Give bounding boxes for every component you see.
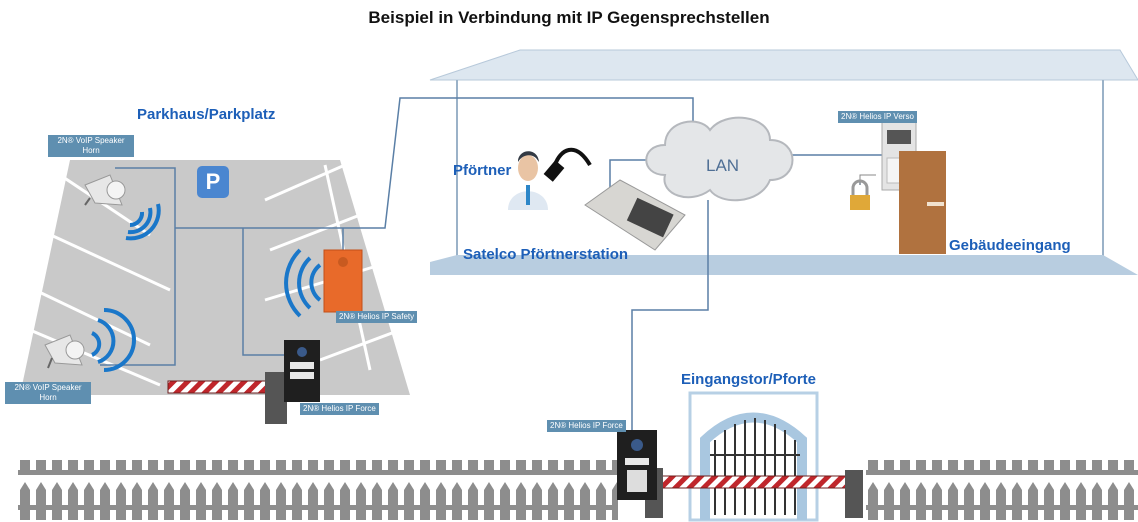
gate-barrier: [645, 468, 863, 518]
building-entrance-label: Gebäudeeingang: [949, 237, 1071, 254]
safety-tag: 2N® Helios IP Safety: [336, 311, 418, 323]
wireless-waves-top-icon: [125, 203, 161, 241]
gate-label: Eingangstor/Pforte: [681, 371, 817, 388]
parking-lot: [20, 160, 410, 395]
speaker-horn-top-icon: [84, 174, 126, 206]
lock-icon: [850, 179, 870, 210]
helios-ip-safety-device: [284, 248, 363, 318]
building: [429, 49, 1138, 275]
helios-ip-force-gate-device: [617, 430, 657, 500]
network-wires: [100, 97, 885, 430]
entrance-gate: [688, 391, 819, 522]
wireless-waves-bottom-icon: [91, 308, 136, 372]
helios-ip-force-parking-device: [284, 340, 320, 402]
porter-label: Pförtner: [453, 162, 512, 179]
force-parking-tag: 2N® Helios IP Force: [300, 403, 379, 415]
parking-area-label: Parkhaus/Parkplatz: [137, 106, 276, 123]
speaker-bottom-tag: 2N® VoIP Speaker Horn: [5, 382, 91, 404]
lan-cloud-icon: [645, 116, 794, 202]
parking-barrier: [167, 372, 287, 424]
porter-station-label: Satelco Pförtnerstation: [463, 246, 629, 263]
porter-person-icon: [508, 151, 548, 210]
door-icon: [899, 151, 946, 254]
fence: [18, 460, 1138, 520]
force-gate-tag: 2N® Helios IP Force: [547, 420, 626, 432]
parking-sign-letter: P: [205, 169, 221, 194]
verso-tag: 2N® Helios IP Verso: [838, 111, 917, 123]
parking-sign-icon: [197, 166, 229, 198]
diagram-title: Beispiel in Verbindung mit IP Gegensprec…: [368, 8, 770, 27]
speaker-horn-bottom-icon: [44, 334, 85, 369]
speaker-top-tag: 2N® VoIP Speaker Horn: [48, 135, 134, 157]
porter-station-icon: [543, 148, 686, 251]
lan-label: LAN: [706, 156, 740, 175]
